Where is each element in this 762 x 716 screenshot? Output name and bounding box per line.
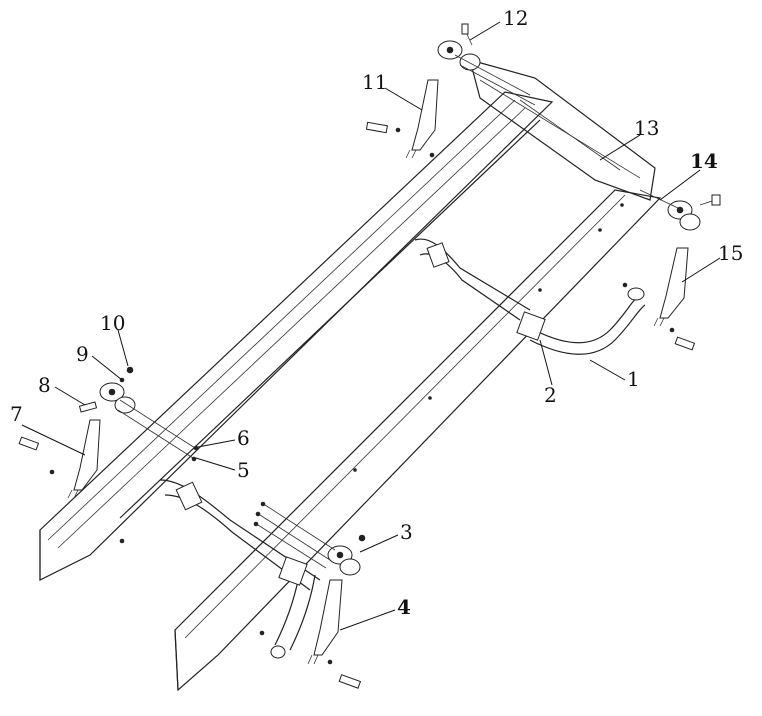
shackle-7 [18, 419, 101, 499]
callout-8: 8 [38, 373, 51, 397]
callout-13: 13 [634, 116, 660, 140]
callout-1: 1 [627, 367, 640, 391]
bracket-top-12 [437, 23, 536, 106]
callout-6: 6 [237, 426, 250, 450]
bracket-left-9 [99, 366, 199, 462]
shackle-4 [259, 579, 362, 689]
bracket-right-14 [639, 189, 721, 231]
callout-14: 14 [690, 149, 718, 173]
shackle-15 [622, 247, 696, 351]
left-frame-rail [39, 91, 554, 581]
part-1-curved-arm [516, 287, 646, 355]
shackle-11 [365, 79, 439, 159]
leader-lines [21, 21, 721, 631]
callout-15: 15 [718, 241, 744, 265]
lower-cross-tube [159, 479, 321, 591]
callout-5: 5 [237, 458, 250, 482]
callout-11: 11 [362, 70, 388, 94]
upper-cross-tube [414, 238, 531, 321]
callout-10: 10 [100, 311, 126, 335]
bracket-3 [253, 501, 366, 576]
callout-7: 7 [10, 402, 23, 426]
callout-12: 12 [503, 6, 529, 30]
callout-3: 3 [400, 520, 413, 544]
callout-2: 2 [544, 383, 557, 407]
right-frame-rail [174, 189, 662, 692]
callout-9: 9 [76, 342, 89, 366]
rear-cross-member [469, 59, 656, 201]
bolt-8 [78, 401, 98, 413]
rail-holes [119, 203, 624, 544]
callout-4: 4 [397, 595, 411, 619]
lower-curved-arm [270, 556, 316, 659]
